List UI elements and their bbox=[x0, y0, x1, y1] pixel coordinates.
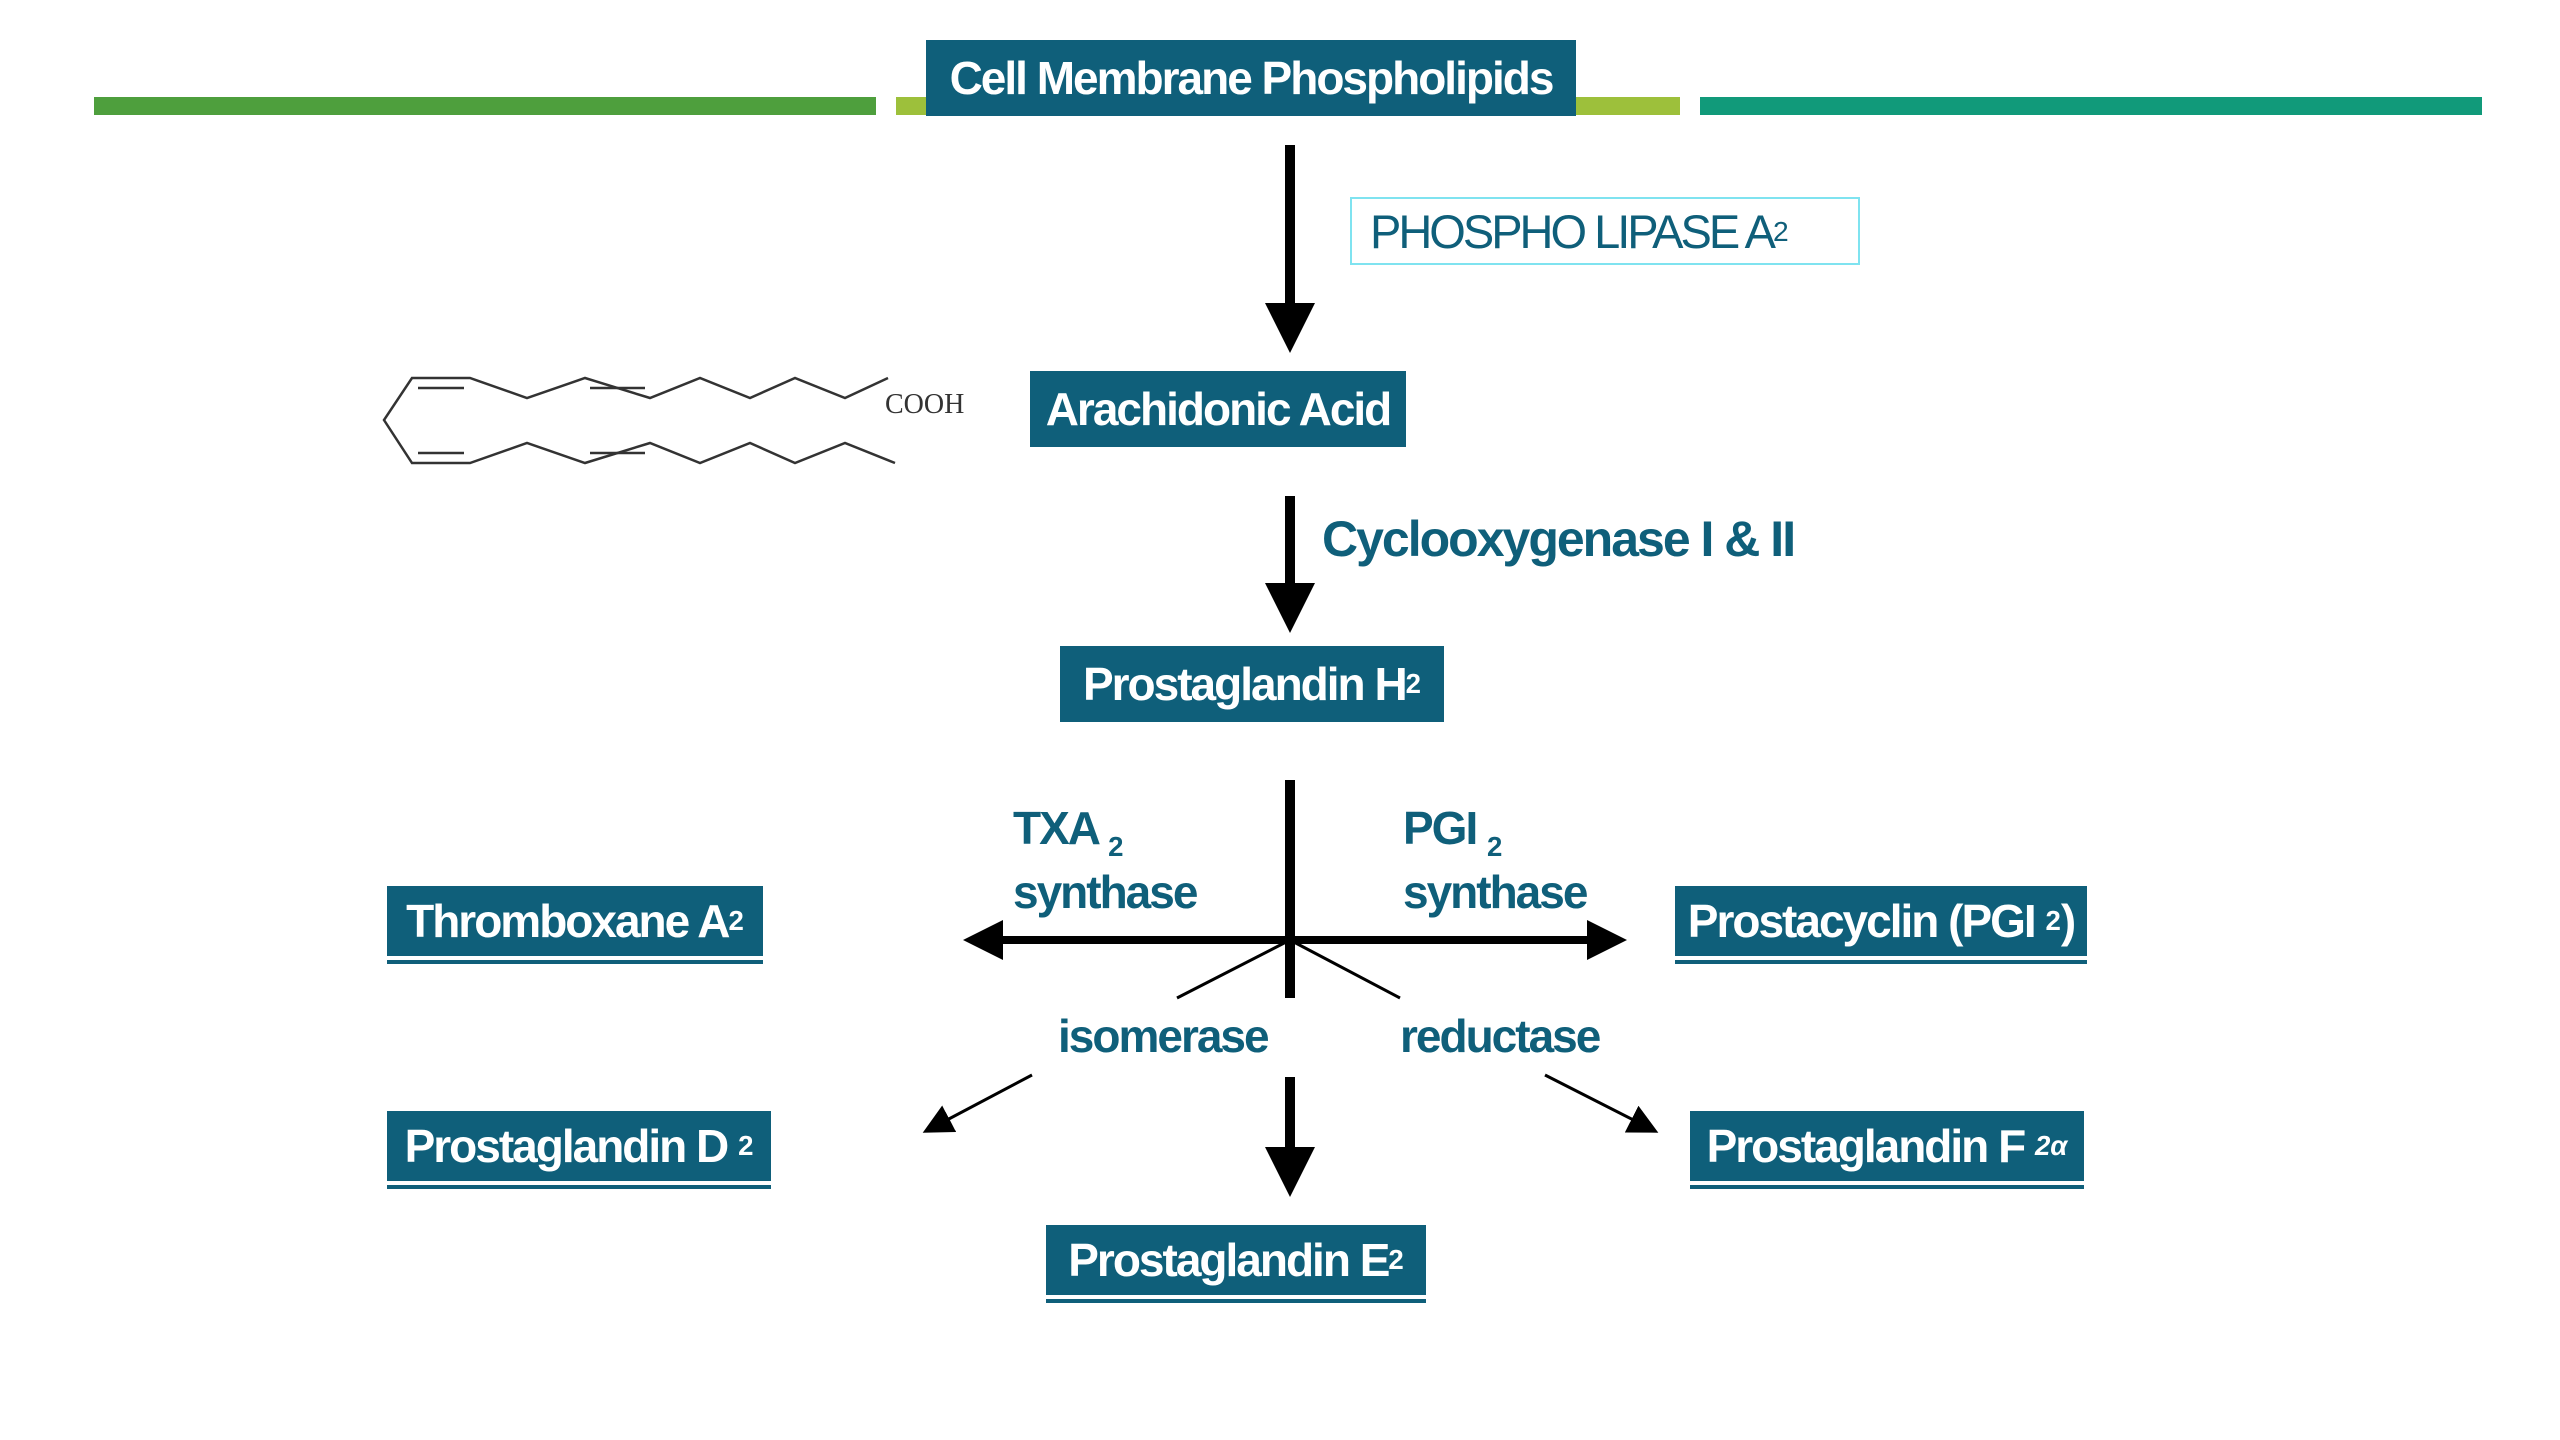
node-cell-membrane-phospholipids-text: Cell Membrane Phospholipids bbox=[949, 52, 1555, 104]
cooh-label: COOH bbox=[885, 389, 964, 420]
enzyme-txa2-sub: 2 bbox=[1108, 831, 1124, 862]
enzyme-txa2-synthase: TXA 2 synthase bbox=[1013, 800, 1198, 922]
node-prostacyclin-sub: 2 bbox=[2045, 905, 2061, 936]
enzyme-txa2-text: TXA bbox=[1013, 802, 1099, 854]
node-prostaglandin-f2a-sub: 2α bbox=[2034, 1130, 2068, 1161]
enzyme-txa2-line2: synthase bbox=[1013, 866, 1198, 919]
node-thromboxane-a2-sub: 2 bbox=[728, 905, 744, 936]
enzyme-phospholipase-text: PHOSPHO LIPASE A bbox=[1370, 204, 1776, 258]
line-to-isomerase bbox=[1176, 938, 1291, 1000]
node-prostaglandin-h2-sub: 2 bbox=[1405, 668, 1422, 699]
enzyme-pgi2-synthase: PGI 2 synthase bbox=[1403, 800, 1588, 922]
enzyme-isomerase-text: isomerase bbox=[1058, 1010, 1270, 1062]
node-prostacyclin-close: ) bbox=[2060, 895, 2076, 947]
enzyme-pgi2-text: PGI bbox=[1403, 802, 1478, 854]
node-arachidonic-acid: Arachidonic Acid bbox=[1030, 371, 1406, 447]
node-prostacyclin-text: Prostacyclin (PGI bbox=[1687, 895, 2037, 947]
node-prostaglandin-h2-text: Prostaglandin H bbox=[1082, 658, 1408, 710]
line-to-reductase bbox=[1289, 938, 1401, 1000]
enzyme-isomerase: isomerase bbox=[1058, 1008, 1270, 1066]
node-prostaglandin-d2: Prostaglandin D 2 bbox=[387, 1111, 771, 1185]
node-thromboxane-a2-text: Thromboxane A bbox=[406, 895, 730, 947]
arrow-to-pgf2a bbox=[1544, 1073, 1659, 1133]
node-prostaglandin-d2-text: Prostaglandin D bbox=[404, 1120, 730, 1172]
enzyme-pgi2-line2: synthase bbox=[1403, 866, 1588, 919]
enzyme-reductase-text: reductase bbox=[1400, 1010, 1601, 1062]
header-bar-right bbox=[1700, 97, 2482, 115]
header-bar-left bbox=[94, 97, 876, 115]
enzyme-txa2-line1: TXA 2 bbox=[1013, 800, 1196, 864]
enzyme-reductase: reductase bbox=[1400, 1008, 1601, 1066]
node-prostacyclin: Prostacyclin (PGI 2) bbox=[1675, 886, 2087, 960]
node-prostaglandin-e2-sub: 2 bbox=[1388, 1244, 1404, 1275]
enzyme-pgi2-sub: 2 bbox=[1487, 831, 1503, 862]
enzyme-cyclooxygenase: Cyclooxygenase I & II bbox=[1322, 508, 1796, 571]
enzyme-pgi2-line1: PGI 2 bbox=[1403, 800, 1586, 864]
node-prostaglandin-e2-text: Prostaglandin E bbox=[1068, 1234, 1390, 1286]
node-prostaglandin-d2-sub: 2 bbox=[738, 1130, 754, 1161]
node-arachidonic-acid-text: Arachidonic Acid bbox=[1045, 383, 1393, 435]
arachidonic-acid-structure bbox=[382, 376, 896, 465]
arrow-to-pgd2 bbox=[922, 1073, 1033, 1133]
enzyme-cyclooxygenase-text: Cyclooxygenase I & II bbox=[1322, 511, 1796, 567]
node-prostaglandin-f2a: Prostaglandin F 2α bbox=[1690, 1111, 2084, 1185]
node-cell-membrane-phospholipids: Cell Membrane Phospholipids bbox=[926, 40, 1576, 116]
node-prostaglandin-f2a-text: Prostaglandin F bbox=[1706, 1120, 2027, 1172]
enzyme-phospholipase-sub: 2 bbox=[1773, 214, 1789, 247]
